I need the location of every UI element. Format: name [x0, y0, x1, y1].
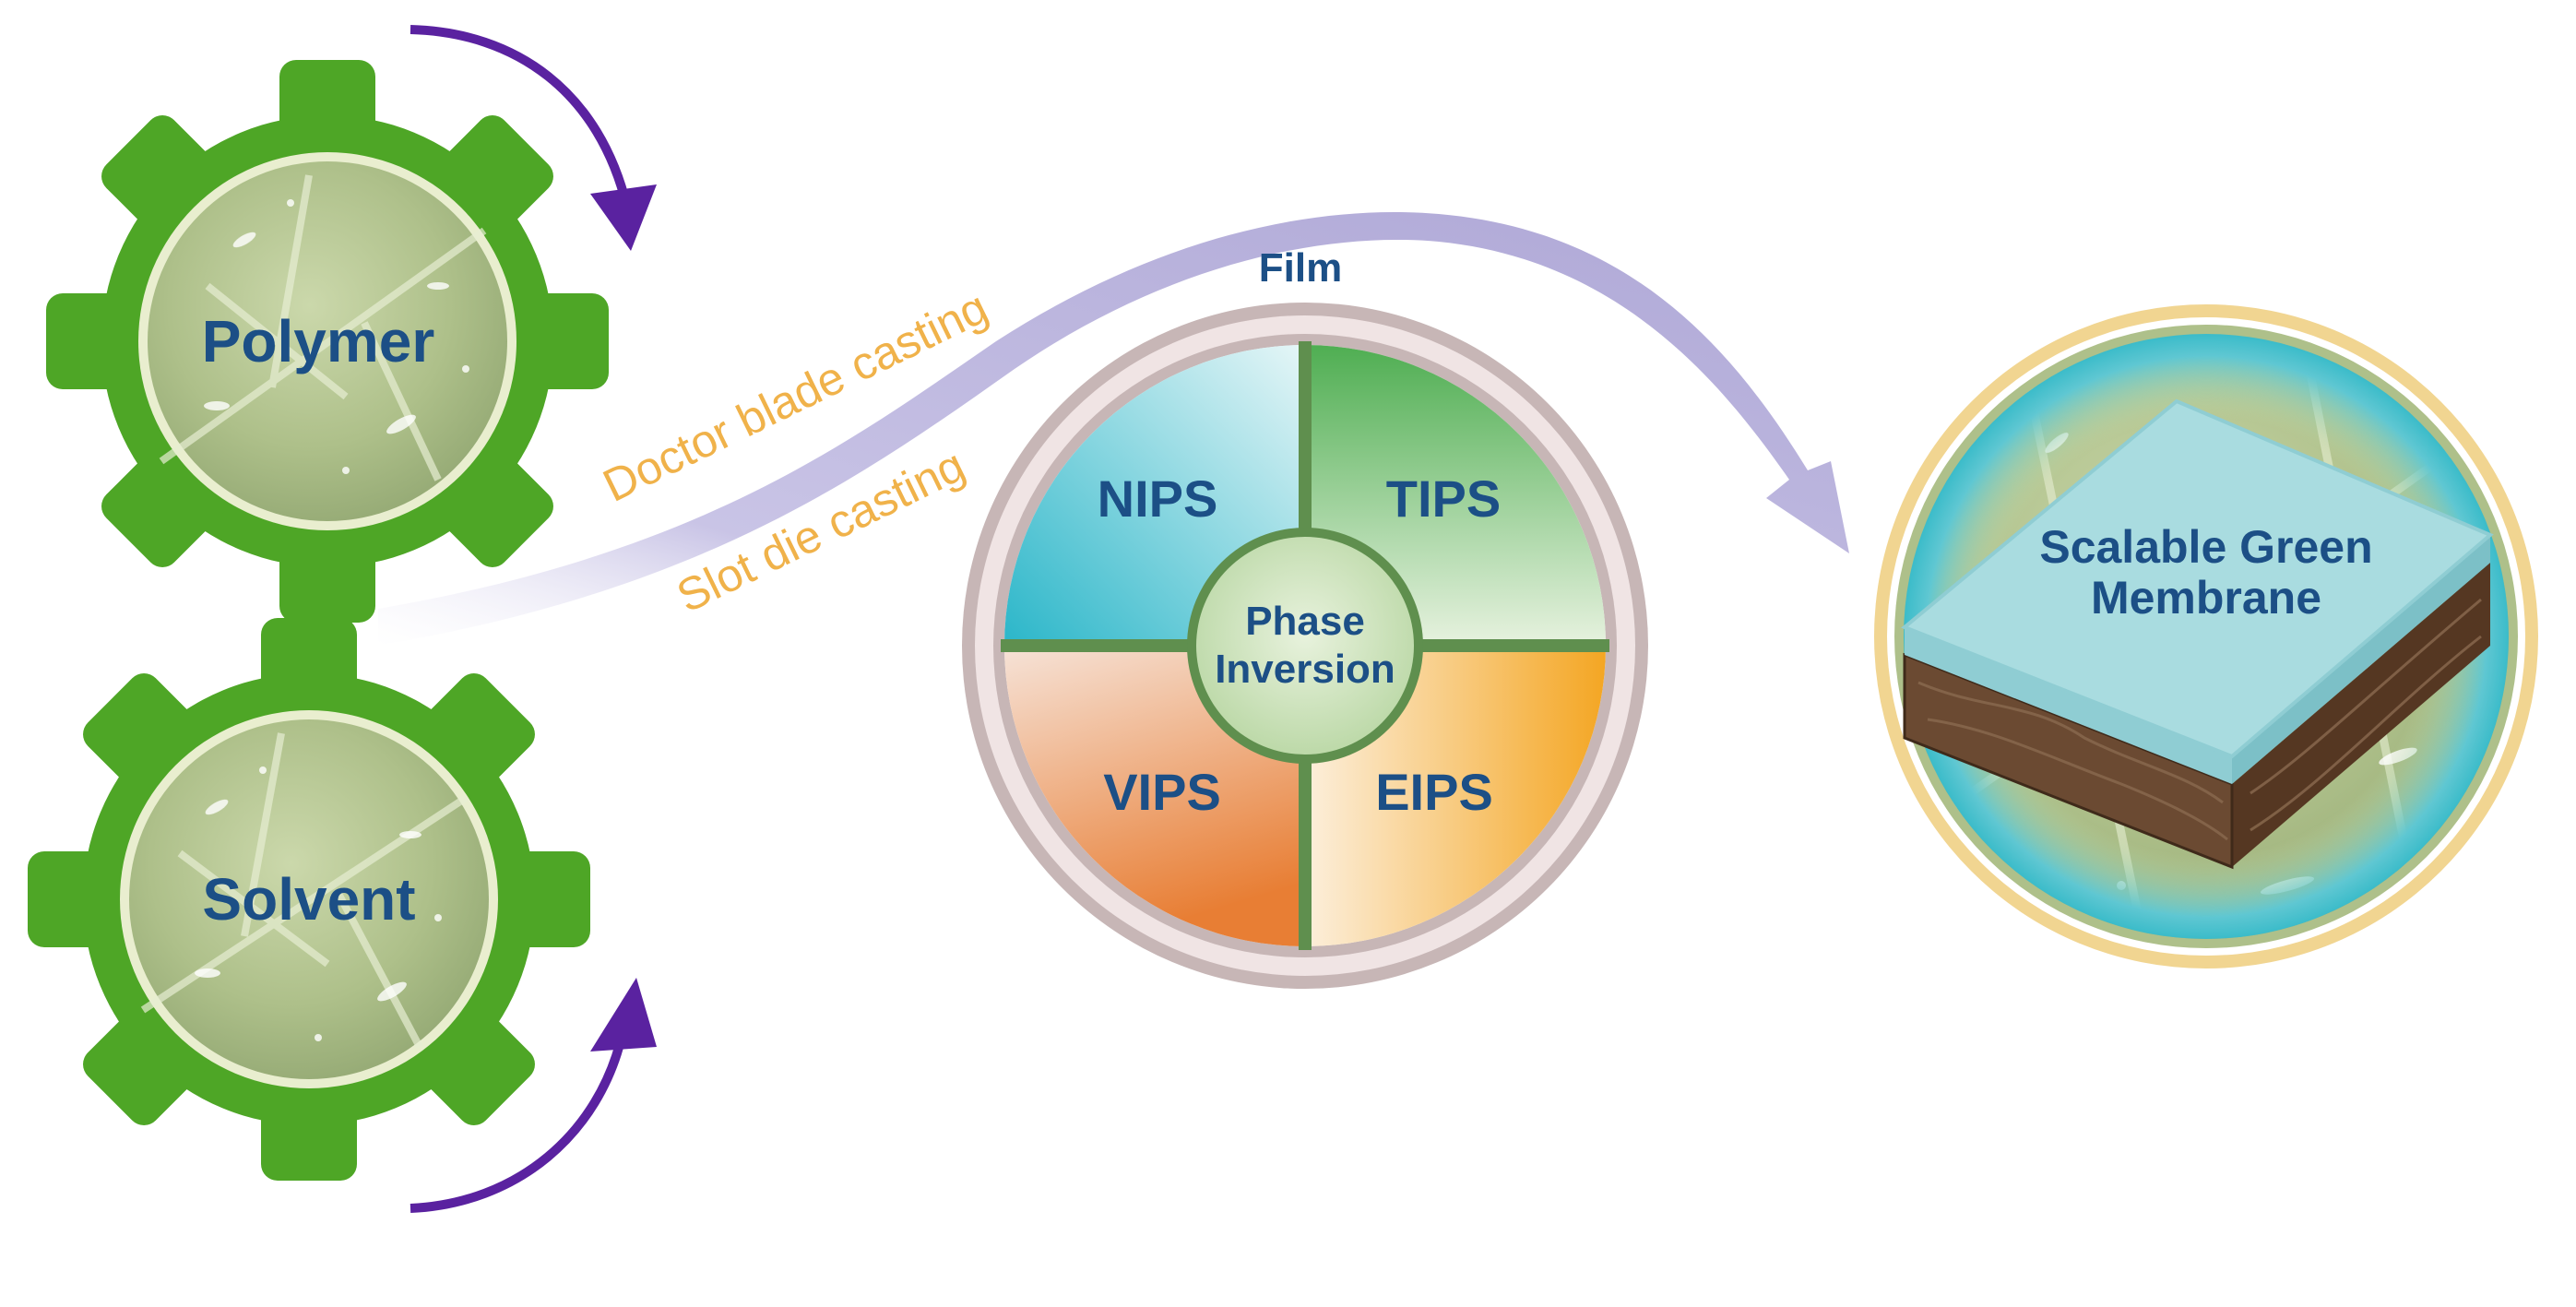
eips-label: EIPS: [1375, 763, 1493, 821]
nips-label: NIPS: [1098, 469, 1218, 528]
tips-label: TIPS: [1386, 469, 1501, 528]
membrane-label-line1: Scalable Green: [2039, 521, 2372, 573]
phase-inversion-wheel: Phase Inversion NIPS TIPS VIPS EIPS: [962, 303, 1648, 989]
solvent-label: Solvent: [202, 866, 415, 933]
film-label: Film: [1259, 245, 1342, 291]
arrowhead-icon: [590, 978, 657, 1052]
solvent-rotation-arrow: [410, 978, 657, 1213]
film-band-shape: [378, 211, 1849, 646]
phase-inversion-label-line2: Inversion: [1215, 647, 1395, 692]
vips-label: VIPS: [1103, 763, 1221, 821]
polymer-gear: Polymer: [46, 60, 609, 623]
phase-inversion-center: [1196, 537, 1414, 754]
solvent-gear: Solvent: [28, 618, 590, 1181]
membrane-output: Scalable Green Membrane: [1874, 304, 2538, 968]
membrane-slab: [1901, 398, 2494, 870]
phase-inversion-label-line1: Phase: [1245, 599, 1365, 644]
arrowhead-icon: [590, 184, 657, 251]
film-flow-arrow: [378, 211, 1849, 646]
leaf-vein-pattern: [159, 174, 487, 481]
polymer-rotation-arrow: [410, 25, 657, 251]
polymer-label: Polymer: [202, 308, 435, 374]
membrane-label-line2: Membrane: [2091, 572, 2321, 624]
